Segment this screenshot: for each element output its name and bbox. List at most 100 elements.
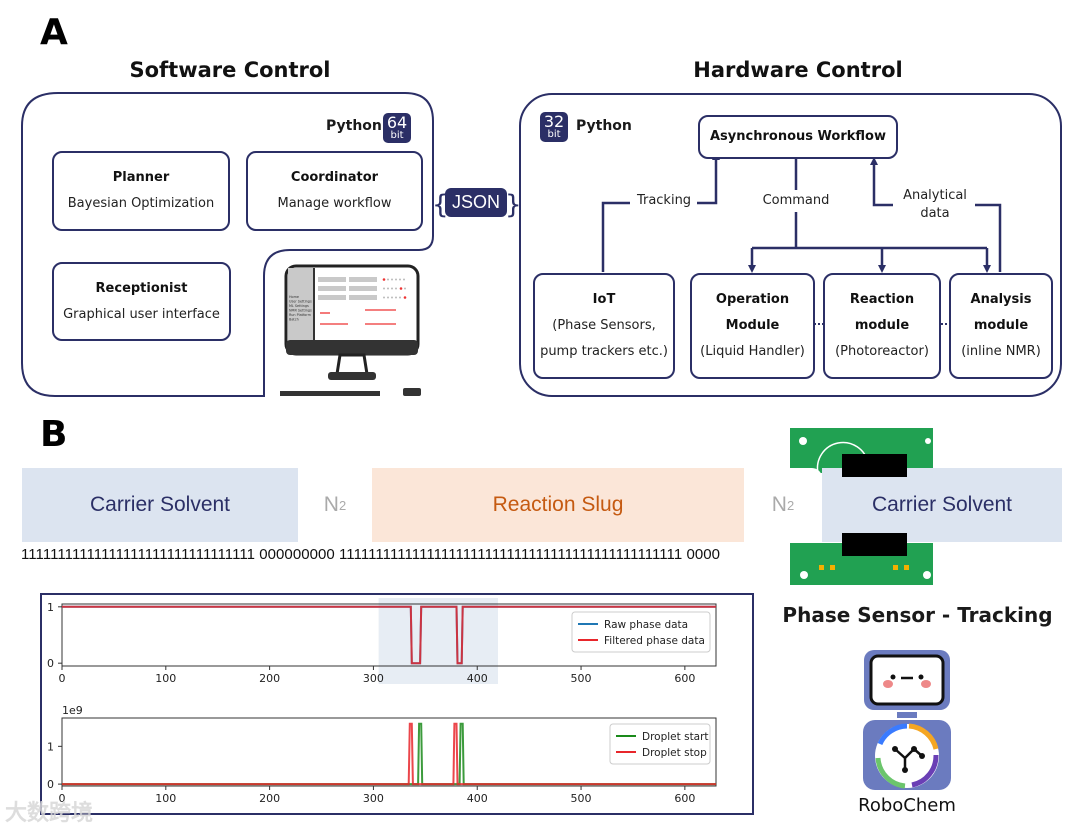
x-tick-label: 600 [674, 792, 695, 805]
bit-64-unit: bit [390, 130, 404, 141]
software-control-title: Software Control [129, 58, 331, 82]
gui-menu: Home User Settings ML Settings NMR Setti… [289, 295, 312, 322]
x-tick-label: 500 [571, 792, 592, 805]
n2-subscript: 2 [338, 497, 347, 513]
analytical-data-arrow [872, 163, 1002, 272]
bit-32-badge: 32 bit [540, 112, 568, 142]
n2-subscript: 2 [786, 497, 795, 513]
stream-segment-carrier-solvent: Carrier Solvent [822, 468, 1062, 542]
computer-icon: Home User Settings ML Settings NMR Setti… [280, 264, 421, 396]
coordinator-box: Coordinator Manage workflow [246, 151, 423, 231]
analysis-line2: module [973, 318, 1029, 333]
operation-title: Operation [715, 292, 790, 307]
legend-box [571, 611, 711, 653]
phase-sensor-title: Phase Sensor - Tracking [782, 603, 1053, 627]
tracking-arrow [601, 158, 718, 272]
legend-label: Filtered phase data [604, 635, 705, 647]
edge-label-command: Command [760, 193, 832, 208]
phase-charts: 0 100 200 300 400 500 600 0 1 Raw phase dataFilte… [47, 598, 717, 805]
python-label-64: Python [326, 118, 382, 134]
x-tick-label: 600 [674, 672, 695, 685]
operation-module-box: Operation Module (Liquid Handler) [690, 273, 815, 379]
receptionist-title: Receptionist [95, 280, 188, 296]
iot-line3: pump trackers etc.) [540, 344, 668, 359]
n2-label: N [771, 493, 787, 516]
edge-label-analytical-line2: data [920, 206, 950, 221]
operation-line3: (Liquid Handler) [700, 344, 805, 359]
planner-box: Planner Bayesian Optimization [52, 151, 230, 231]
gui-menu-item: ML Settings [289, 304, 309, 308]
sensor-emitter [842, 454, 907, 477]
analysis-line3: (inline NMR) [961, 344, 1041, 359]
coordinator-title: Coordinator [290, 170, 379, 185]
robochem-logo: RoboChem [858, 650, 956, 816]
python-label-32: Python [576, 118, 632, 134]
phase-bit-string: 11111111111111111111111111111111 0000000… [21, 546, 721, 563]
gui-menu-item: Home [289, 295, 299, 299]
command-line [750, 144, 989, 268]
iot-title: IoT [592, 292, 616, 307]
reaction-line2: module [854, 318, 910, 333]
gui-menu-item: User Settings [289, 300, 312, 304]
highlight-region [378, 598, 498, 684]
asynchronous-workflow-box: Asynchronous Workflow [698, 115, 898, 159]
x-tick-label: 200 [259, 672, 280, 685]
legend-label: Raw phase data [604, 619, 688, 631]
receptionist-box: Receptionist Graphical user interface [52, 262, 231, 341]
x-tick-label: 200 [259, 792, 280, 805]
y-tick-label: 1 [47, 740, 54, 753]
series-line-filtered-phase-data [62, 605, 716, 665]
legend-box [609, 723, 711, 765]
x-tick-label: 0 [59, 792, 66, 805]
hardware-control-title: Hardware Control [693, 58, 903, 82]
legend-label: Droplet start [642, 731, 709, 743]
bit-32-unit: bit [547, 129, 561, 140]
x-tick-label: 0 [59, 672, 66, 685]
y-tick-label: 0 [47, 657, 54, 670]
iot-line2: (Phase Sensors, [552, 318, 656, 333]
panel-a-label: A [40, 12, 68, 53]
x-tick-label: 400 [467, 672, 488, 685]
gui-menu-item: Run Platform [289, 313, 312, 317]
plot-frame [61, 717, 717, 787]
bit-32-number: 32 [543, 112, 565, 131]
receptionist-subtitle: Graphical user interface [63, 306, 220, 322]
y-scale-label: 1e9 [62, 704, 83, 717]
planner-subtitle: Bayesian Optimization [67, 196, 215, 211]
panel-b-label: B [40, 414, 68, 455]
edge-label-analytical-data: Analytical data [896, 187, 974, 223]
x-tick-label: 100 [155, 672, 176, 685]
y-tick-label: 0 [47, 778, 54, 791]
n2-label: N [323, 493, 339, 516]
bit-64-number: 64 [386, 113, 408, 132]
software-control-outline [21, 92, 434, 397]
legend-label: Droplet stop [642, 747, 707, 759]
sensor-receiver [842, 533, 907, 556]
plot-frame [61, 603, 717, 667]
iot-module-box: IoT (Phase Sensors, pump trackers etc.) [533, 273, 675, 379]
reaction-line3: (Photoreactor) [835, 344, 929, 359]
bit-64-badge: 64 bit [383, 113, 411, 143]
panel-a-connectors: { } [21, 92, 1062, 397]
operation-line2: Module [725, 318, 780, 333]
hardware-control-outline [519, 93, 1062, 397]
series-line-droplet-stop [62, 722, 716, 786]
x-tick-label: 300 [363, 672, 384, 685]
watermark: 大数跨境 [5, 801, 94, 826]
coordinator-subtitle: Manage workflow [277, 196, 392, 211]
robochem-text: RoboChem [858, 795, 956, 816]
analysis-title: Analysis [970, 292, 1032, 307]
edge-label-tracking: Tracking [632, 193, 696, 208]
brace-right: } [505, 190, 522, 220]
planner-title: Planner [112, 170, 170, 185]
phase-sensor-pcb [790, 428, 933, 585]
analysis-module-box: Analysis module (inline NMR) [949, 273, 1053, 379]
reaction-title: Reaction [849, 292, 915, 307]
x-tick-label: 400 [467, 792, 488, 805]
x-tick-label: 100 [155, 792, 176, 805]
